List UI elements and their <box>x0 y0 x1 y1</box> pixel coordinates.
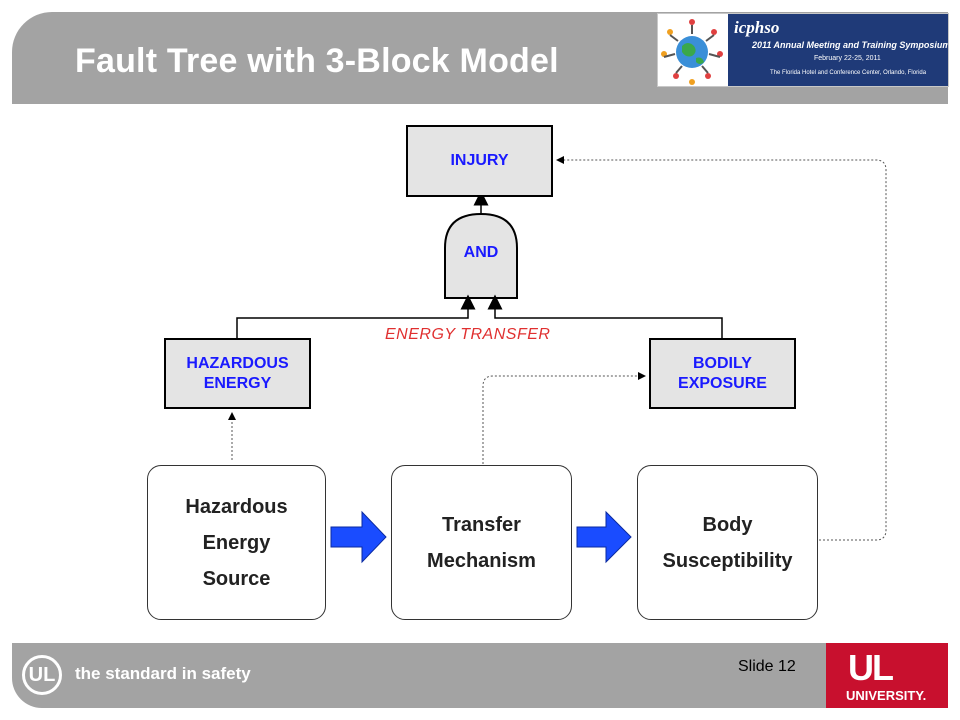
banner-event: 2011 Annual Meeting and Training Symposi… <box>752 40 949 50</box>
body-susceptibility-block: Body Susceptibility <box>637 465 818 620</box>
transfer-mechanism-block: Transfer Mechanism <box>391 465 572 620</box>
footer-bar <box>12 643 948 708</box>
banner-venue: The Florida Hotel and Conference Center,… <box>770 70 927 76</box>
and-gate-shape <box>444 212 518 299</box>
slide-title: Fault Tree with 3-Block Model <box>75 42 559 80</box>
ul-logo: UL <box>22 655 62 695</box>
banner-info: icphso 2011 Annual Meeting and Training … <box>728 14 948 86</box>
footer-tagline: the standard in safety <box>75 664 251 683</box>
flow-arrow-1 <box>330 510 387 564</box>
right-event-connector <box>487 294 723 338</box>
hazardous-energy-event: HAZARDOUS ENERGY <box>164 338 311 409</box>
and-gate-label: AND <box>463 244 499 261</box>
banner-dates: February 22-25, 2011 <box>814 55 881 62</box>
globe-logo <box>658 14 726 86</box>
transfer-to-exposure-dotted <box>482 372 646 464</box>
flow-arrow-2 <box>576 510 632 564</box>
ul-university-mark: UL <box>848 647 894 688</box>
injury-event: INJURY <box>406 125 553 197</box>
banner-org: icphso <box>734 18 780 37</box>
hazardous-energy-source-block: Hazardous Energy Source <box>147 465 326 620</box>
bodily-exposure-event: BODILY EXPOSURE <box>649 338 796 409</box>
ul-university-logo: UL UNIVERSITY. <box>826 643 948 708</box>
left-event-connector <box>236 294 476 338</box>
conference-banner: icphso 2011 Annual Meeting and Training … <box>657 13 949 87</box>
slide-number: Slide 12 <box>738 658 796 675</box>
ul-university-text: UNIVERSITY. <box>846 688 927 703</box>
energy-transfer-label: ENERGY TRANSFER <box>385 326 551 343</box>
susceptibility-to-injury-dotted <box>556 156 887 541</box>
